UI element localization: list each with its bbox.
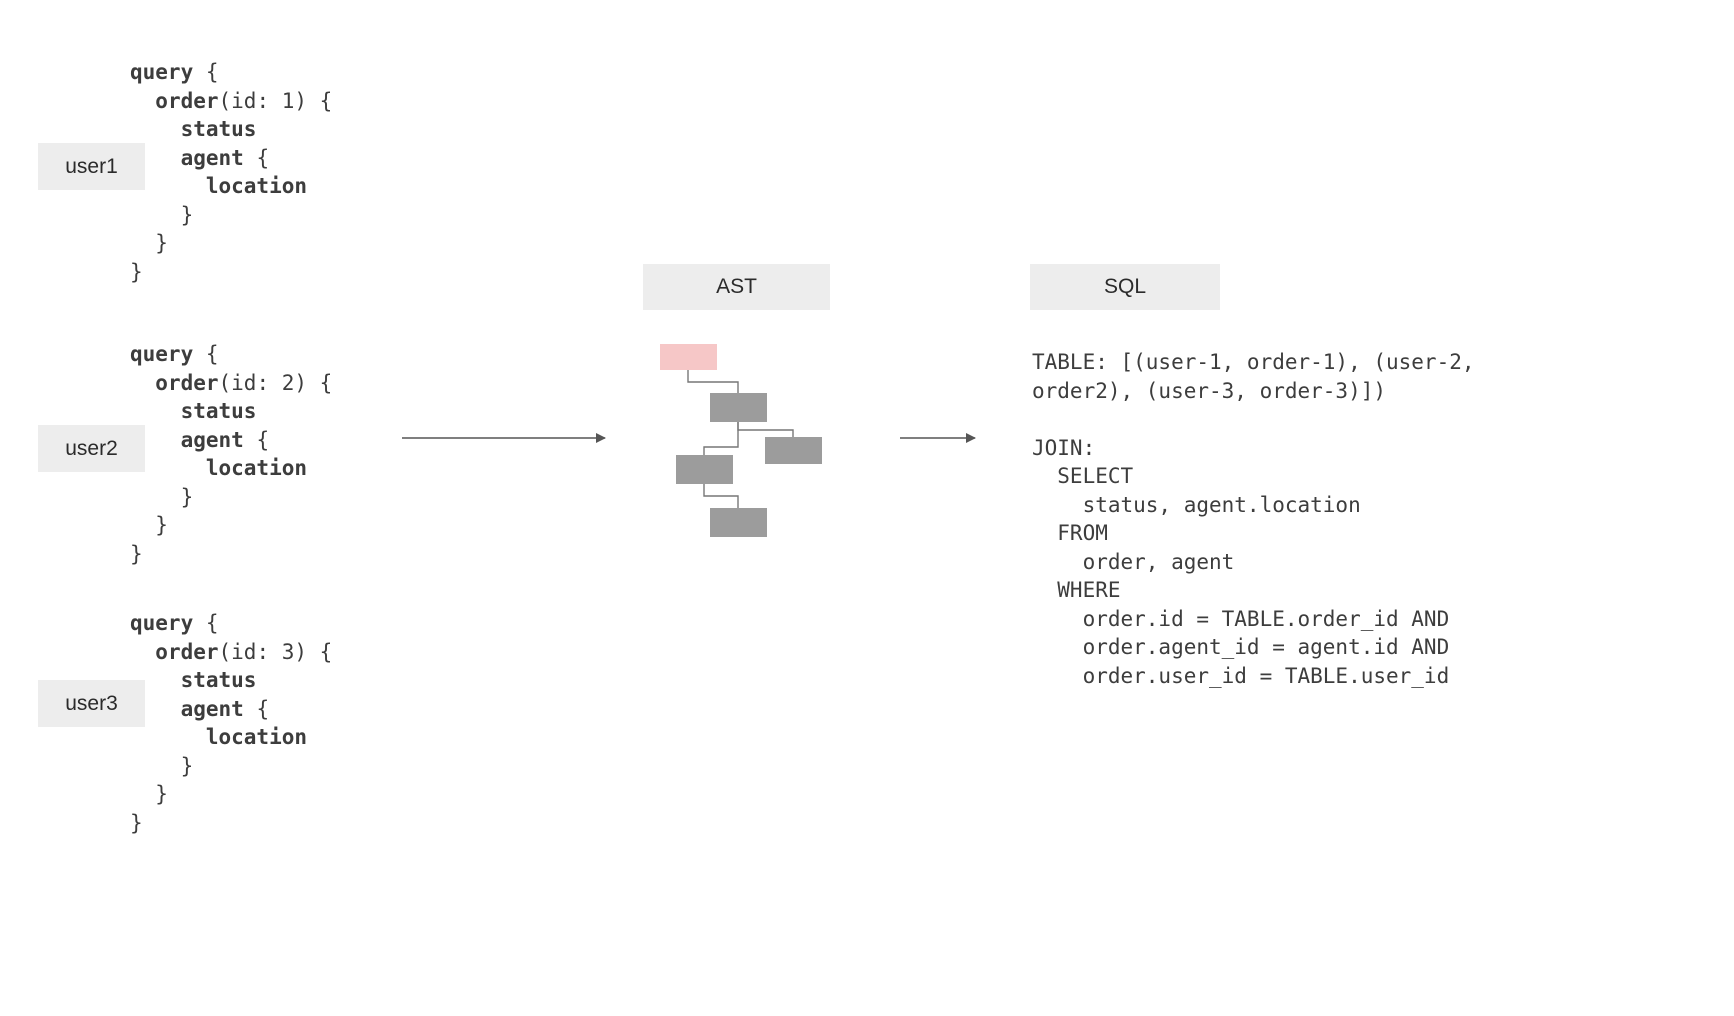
code-line: } [130,484,194,509]
code-line: SELECT [1032,464,1134,488]
code-line: TABLE: [(user-1, order-1), (user-2, [1032,350,1475,374]
user1-label: user1 [38,143,145,190]
user3-label: user3 [38,680,145,727]
code-line: order2), (user-3, order-3)]) [1032,378,1387,403]
code-line: status [180,668,257,692]
code-line: order.user_id = TABLE.user_id [1032,663,1450,688]
code-line: agent { [180,427,270,452]
code-line: JOIN: [1032,435,1096,460]
ast-node-order [710,393,767,422]
code-line: } [130,782,168,806]
code-line: } [130,513,168,537]
code-line: FROM [1032,521,1108,545]
code-line: order(id: 3) { [155,639,333,664]
code-line: query { [130,342,219,366]
ast-connector-left-leaf [703,484,739,508]
ast-connector-child1-right [737,422,794,437]
code-line: status [180,117,257,141]
code-line: } [130,231,168,255]
ast-connector-root-child1 [687,370,739,393]
code-line: location [205,456,308,480]
graphql-query-user2: query { order(id: 2) { status agent { lo… [130,340,332,568]
code-line: status [180,399,257,423]
code-line: } [130,541,143,566]
code-line [1032,405,1475,434]
code-line: order, agent [1032,549,1235,574]
code-line: location [205,174,308,198]
graphql-query-user3: query { order(id: 3) { status agent { lo… [130,609,332,837]
sql-label: SQL [1030,264,1220,310]
sql-output: TABLE: [(user-1, order-1), (user-2, order… [1032,348,1475,690]
code-line: } [130,753,194,778]
ast-root-node [660,344,717,370]
code-line: agent { [180,145,270,170]
user2-label: user2 [38,425,145,472]
code-line: order.id = TABLE.order_id AND [1032,606,1450,631]
ast-label: AST [643,264,830,310]
code-line: order(id: 2) { [155,370,333,395]
code-line: } [130,259,143,284]
code-line: status, agent.location [1032,492,1361,517]
code-line: query { [130,611,219,635]
graphql-query-user1: query { order(id: 1) { status agent { lo… [130,58,332,286]
code-line: WHERE [1032,578,1121,602]
code-line: } [130,202,194,227]
code-line: query { [130,60,219,84]
ast-connector-child1-left [703,422,739,455]
code-line: order.agent_id = agent.id AND [1032,635,1450,659]
ast-node-agent [676,455,733,484]
ast-tree [660,344,822,537]
code-line: order(id: 1) { [155,88,333,113]
code-line: } [130,810,143,835]
code-line: agent { [180,696,270,721]
code-line: location [205,725,308,749]
ast-node-status [765,437,822,464]
ast-node-location [710,508,767,537]
